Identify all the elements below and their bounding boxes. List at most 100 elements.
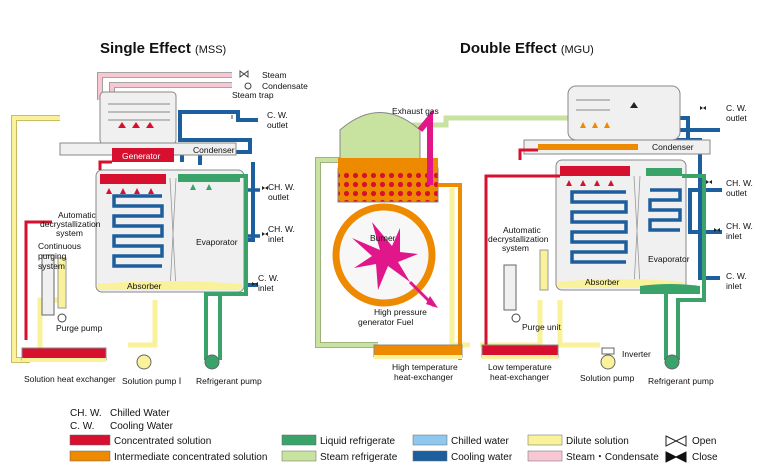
legend-label: Steam refrigerate bbox=[320, 452, 398, 463]
legend-label: Chilled water bbox=[451, 436, 509, 447]
double-absorber-label: Absorber bbox=[585, 277, 620, 287]
double-solution-pump-label: Solution pump bbox=[580, 373, 635, 383]
double-burner-label: Burner bbox=[370, 233, 396, 243]
legend-swatch bbox=[69, 450, 111, 462]
double-hp-generator-tubes bbox=[337, 167, 439, 203]
single-refrigerant-pump-label: Refrigerant pump bbox=[196, 376, 262, 386]
legend-item: Chilled water bbox=[412, 434, 509, 447]
legend-label: Liquid refrigerate bbox=[320, 436, 395, 447]
double-cw-inlet-label: C. W.inlet bbox=[726, 271, 747, 291]
legend-label: Steam・Condensate bbox=[566, 452, 659, 463]
single-purge-tank bbox=[41, 254, 55, 316]
double-purge-unit bbox=[503, 264, 517, 311]
double-evaporator-coils bbox=[648, 188, 682, 232]
single-solution-pump-label: Solution pump Ⅰ bbox=[122, 376, 181, 386]
legend-swatch bbox=[412, 450, 448, 462]
single-effect-diagram: Single Effect (MSS) bbox=[11, 40, 308, 386]
double-effect-diagram: Double Effect (MGU) Exhaust gas Burne bbox=[315, 40, 753, 386]
double-main-shell bbox=[555, 159, 687, 291]
single-concentrated-solution-pipes bbox=[24, 160, 112, 340]
single-refrigerant-pump[interactable] bbox=[204, 354, 220, 370]
legend-label: Dilute solution bbox=[566, 436, 629, 447]
legend-label: Close bbox=[692, 452, 718, 463]
single-solution-pump[interactable] bbox=[136, 354, 152, 370]
double-intermediate-solution-pipes bbox=[438, 183, 462, 360]
valve-close-icon bbox=[665, 451, 687, 463]
double-refrigerant-pump[interactable] bbox=[664, 354, 680, 370]
legend-item: Cooling water bbox=[412, 450, 513, 463]
double-burner-flame bbox=[352, 222, 418, 290]
double-inverter-label: Inverter bbox=[622, 349, 651, 359]
legend-swatch bbox=[412, 434, 448, 446]
single-purge-pump[interactable] bbox=[57, 313, 67, 323]
legend-valve-close: Close bbox=[665, 451, 718, 463]
double-inverter-box bbox=[601, 347, 615, 355]
abbreviations: CH. W. Chilled Water C. W. Cooling Water bbox=[70, 408, 174, 432]
double-valves[interactable] bbox=[630, 102, 720, 232]
double-hp-generator-dome bbox=[339, 112, 421, 161]
double-evaporator-label: Evaporator bbox=[648, 254, 690, 264]
legend: Concentrated solution Intermediate conce… bbox=[69, 434, 718, 463]
single-main-shell bbox=[95, 169, 245, 293]
single-steam-trap-label: Steam trap bbox=[232, 90, 274, 100]
single-chw-outlet-label: CH. W.outlet bbox=[268, 182, 295, 202]
single-generator-shell bbox=[99, 91, 177, 145]
double-liquid-refrigerant-pipes bbox=[664, 174, 706, 360]
double-purge-unit-label: Purge unit bbox=[522, 322, 561, 332]
legend-label: Concentrated solution bbox=[114, 436, 211, 447]
legend-label: Cooling water bbox=[451, 452, 513, 463]
single-valve-steam[interactable] bbox=[231, 70, 252, 119]
single-liquid-refrigerant-pipes bbox=[204, 174, 248, 360]
double-chw-outlet-label: CH. W.outlet bbox=[726, 178, 753, 198]
legend-item: Liquid refrigerate bbox=[281, 434, 395, 447]
single-solution-hx-label: Solution heat exchanger bbox=[24, 374, 116, 384]
double-chw-inlet-label: CH. W.inlet bbox=[726, 221, 753, 241]
legend-swatch bbox=[69, 434, 111, 446]
abbrev-code: CH. W. bbox=[70, 408, 102, 419]
double-refrigerant-pump-label: Refrigerant pump bbox=[648, 376, 714, 386]
double-absorber-coils bbox=[570, 190, 628, 264]
single-condensate-label: Condensate bbox=[262, 81, 308, 91]
single-absorber-label: Absorber bbox=[127, 281, 162, 291]
single-chw-inlet-label: CH. W.inlet bbox=[268, 224, 295, 244]
legend-item: Intermediate concentrated solution bbox=[69, 450, 267, 463]
abbrev-code: C. W. bbox=[70, 421, 94, 432]
double-condenser-label: Condenser bbox=[652, 142, 694, 152]
single-cw-inlet-label: C. W.inlet bbox=[258, 273, 279, 293]
single-condenser-label: Condenser bbox=[193, 145, 235, 155]
legend-swatch bbox=[281, 450, 317, 462]
legend-swatch bbox=[527, 450, 563, 462]
single-steam-label: Steam bbox=[262, 70, 287, 80]
valve-open-icon bbox=[665, 435, 687, 447]
double-exhaust-pipe bbox=[417, 109, 433, 185]
legend-swatch bbox=[281, 434, 317, 446]
double-effect-title: Double Effect (MGU) bbox=[460, 40, 594, 57]
single-generator-label: Generator bbox=[122, 151, 160, 161]
legend-item: Dilute solution bbox=[527, 434, 629, 447]
legend-swatch bbox=[527, 434, 563, 446]
single-valves-water[interactable] bbox=[252, 186, 268, 286]
single-purge-pump-label: Purge pump bbox=[56, 323, 103, 333]
single-generator bbox=[112, 148, 174, 162]
double-condenser-shell bbox=[567, 85, 681, 141]
double-cw-outlet-label: C. W.outlet bbox=[726, 103, 747, 123]
legend-label: Open bbox=[692, 436, 716, 447]
double-exhaust-gas-label: Exhaust gas bbox=[392, 106, 439, 116]
double-concentrated-solution-pipes bbox=[484, 148, 560, 345]
single-cw-outlet-label: C. W.outlet bbox=[267, 110, 288, 130]
legend-item: Concentrated solution bbox=[69, 434, 211, 447]
single-evaporator-label: Evaporator bbox=[196, 237, 238, 247]
legend-valve-open: Open bbox=[665, 435, 716, 447]
legend-item: Steam refrigerate bbox=[281, 450, 398, 463]
single-effect-title: Single Effect (MSS) bbox=[100, 40, 226, 57]
legend-item: Steam・Condensate bbox=[527, 450, 659, 463]
abbrev-meaning: Chilled Water bbox=[110, 408, 170, 419]
abbrev-meaning: Cooling Water bbox=[110, 421, 174, 432]
double-solution-pump[interactable] bbox=[600, 354, 616, 370]
